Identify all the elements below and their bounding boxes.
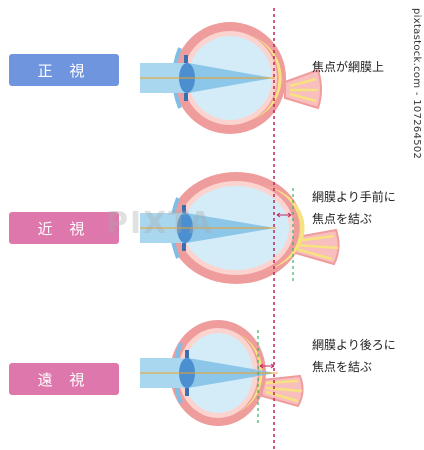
note-line: 焦点を結ぶ bbox=[312, 212, 373, 226]
emmetropia-label: 正 視 bbox=[9, 54, 119, 86]
emmetropia-note: 焦点が網膜上 bbox=[312, 56, 384, 78]
optic-nerve bbox=[291, 228, 340, 266]
center-watermark: PIXTA bbox=[106, 206, 214, 241]
note-line: 網膜より後ろに bbox=[312, 338, 396, 352]
hyperopia-note: 網膜より後ろに 焦点を結ぶ bbox=[312, 334, 396, 378]
eye-myopia bbox=[140, 172, 340, 284]
note-line: 網膜より手前に bbox=[312, 190, 396, 204]
optic-nerve bbox=[261, 374, 304, 408]
note-line: 焦点が網膜上 bbox=[312, 60, 385, 74]
focus-gap-arrow bbox=[276, 212, 292, 218]
eye-emmetropia bbox=[140, 22, 322, 134]
myopia-note: 網膜より手前に 焦点を結ぶ bbox=[312, 186, 396, 230]
stock-id-watermark: pixtastock.com - 107264502 bbox=[411, 8, 422, 160]
hyperopia-label: 遠 視 bbox=[9, 363, 119, 395]
retina bbox=[236, 333, 263, 413]
focus-gap-arrow bbox=[259, 363, 275, 369]
eye-hyperopia bbox=[140, 320, 304, 426]
note-line: 焦点を結ぶ bbox=[312, 360, 373, 374]
retina bbox=[262, 185, 305, 271]
myopia-label: 近 視 bbox=[9, 212, 119, 244]
optic-nerve bbox=[284, 68, 322, 110]
